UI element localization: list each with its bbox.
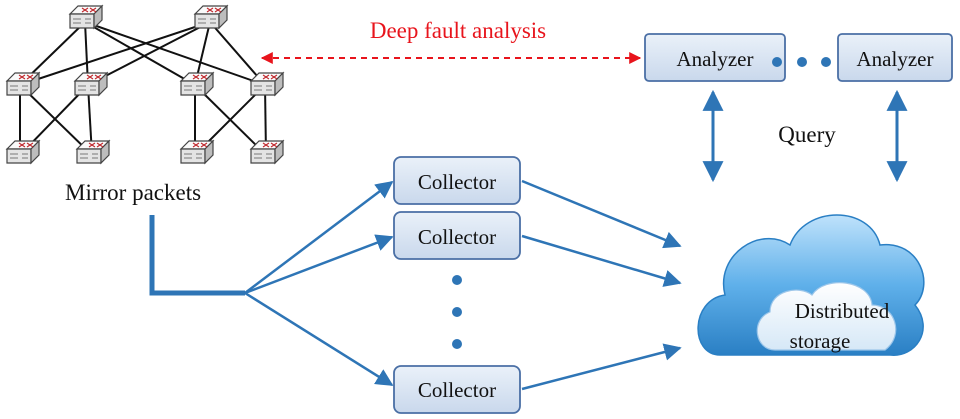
collector-label: Collector [418,225,496,249]
collector-label: Collector [418,378,496,402]
network-switches [6,5,284,164]
switch-icon [6,72,40,96]
analyzer-box: Analyzer [644,33,786,82]
distributed-storage-label: Distributed [795,299,890,323]
switch-icon [6,140,40,164]
query-arrows [702,89,908,183]
switch-fabric-links [19,21,267,156]
switch-icon [194,5,228,29]
collector-box: Collector [393,211,521,260]
switch-icon [76,140,110,164]
switch-icon [180,72,214,96]
cloud-storage-icon [697,214,925,356]
switch-icon [250,140,284,164]
switch-icon [69,5,103,29]
distributed-storage-label: storage [790,329,851,353]
collector-label: Collector [418,170,496,194]
switch-icon [250,72,284,96]
analyzer-label: Analyzer [857,47,934,71]
collector-ellipsis [452,275,462,349]
collector-box: Collector [393,365,521,414]
mirror-packets-label: Mirror packets [65,180,201,205]
switch-icon [180,140,214,164]
storage-arrows [521,179,682,391]
fanout-arrows [244,180,394,387]
query-label: Query [778,122,836,147]
analyzer-ellipsis [772,57,831,67]
analyzer-label: Analyzer [677,47,754,71]
deep-fault-analysis-label: Deep fault analysis [370,18,546,43]
collector-box: Collector [393,156,521,205]
switch-icon [74,72,108,96]
mirror-packets-path [149,215,245,296]
analyzer-box: Analyzer [837,33,953,82]
